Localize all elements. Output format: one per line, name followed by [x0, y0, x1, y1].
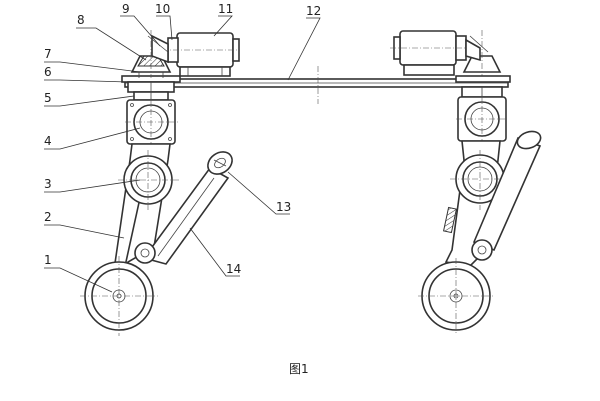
label-8: 8: [77, 13, 85, 27]
label-7: 7: [44, 47, 52, 61]
label-14: 14: [226, 262, 241, 276]
label-5: 5: [44, 91, 52, 105]
label-10: 10: [155, 2, 170, 16]
part-labels: 8 9 10 11 12 7 6 5 4 3 2 1 13 14: [44, 2, 321, 276]
label-2: 2: [44, 210, 52, 224]
label-4: 4: [44, 134, 52, 148]
label-11: 11: [218, 2, 233, 16]
right-assembly: [390, 30, 542, 334]
label-9: 9: [122, 2, 130, 16]
label-1: 1: [44, 253, 52, 267]
label-3: 3: [44, 177, 52, 191]
leader-lines: [44, 15, 321, 293]
label-6: 6: [44, 65, 52, 79]
figure-caption: 图1: [289, 362, 309, 376]
beam: [124, 66, 509, 104]
left-assembly: [80, 30, 240, 336]
label-13: 13: [276, 200, 291, 214]
label-12: 12: [306, 4, 321, 18]
